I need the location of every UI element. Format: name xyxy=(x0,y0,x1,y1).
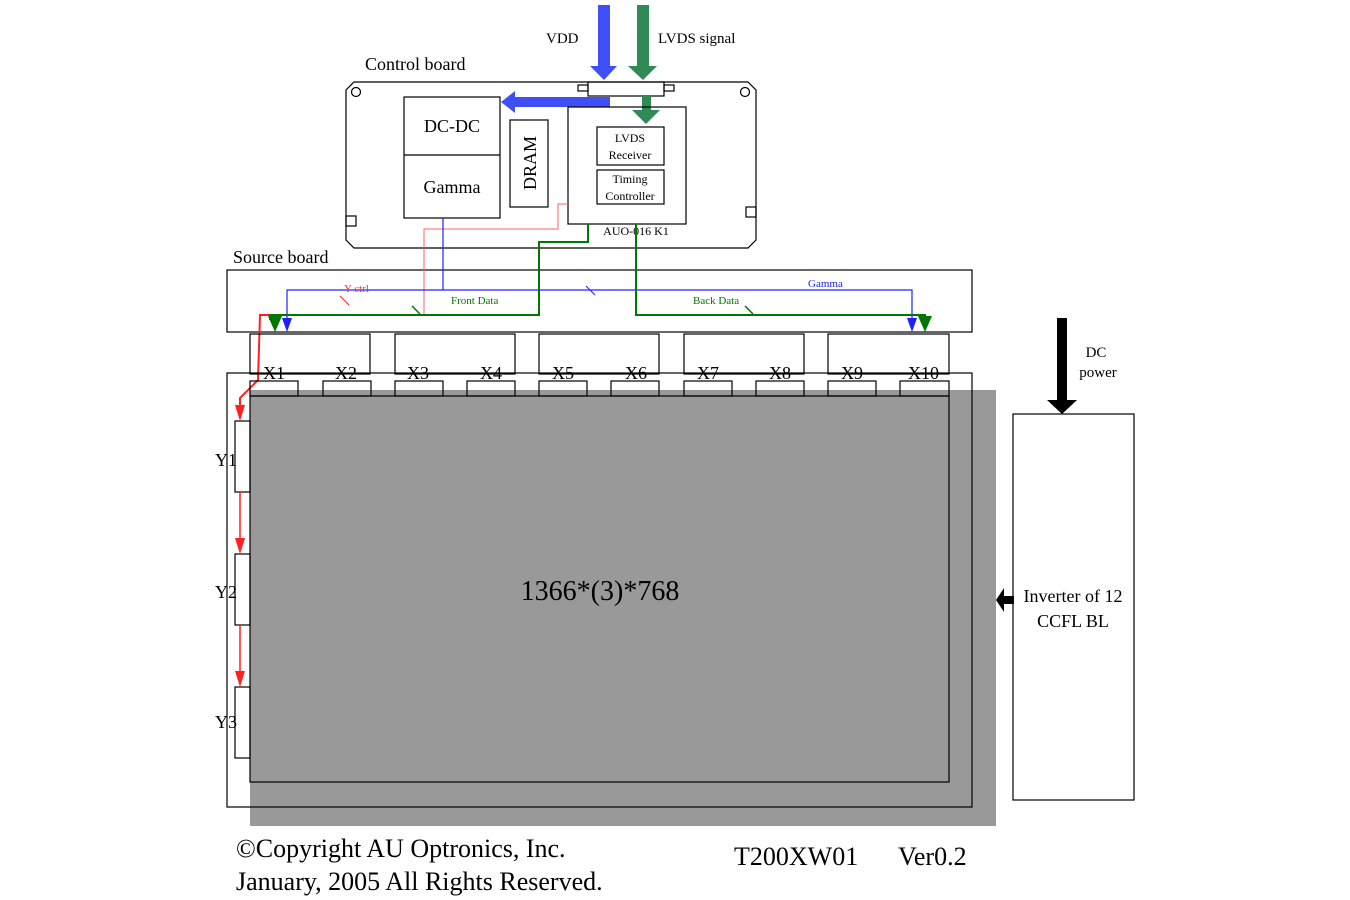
panel-frame xyxy=(226,372,973,808)
y-ctrl-arrow xyxy=(235,538,245,554)
y-tab xyxy=(234,553,251,626)
x-labels: X1 X2 X3 X4 X5 X6 X7 X8 X9 X10 xyxy=(263,363,939,383)
vdd-label: VDD xyxy=(546,31,579,47)
x-tab xyxy=(249,380,299,397)
y-ctrl-arrow xyxy=(235,405,245,421)
rights-text: January, 2005 All Rights Reserved. xyxy=(236,867,603,896)
bus-tick xyxy=(744,305,754,315)
panel-shadow xyxy=(250,390,996,826)
dc-power-label: DC xyxy=(1086,345,1107,361)
x-driver-board xyxy=(394,333,516,375)
source-board xyxy=(226,269,973,333)
gamma-label: Gamma xyxy=(424,177,481,197)
x-tab xyxy=(466,380,516,397)
x-label: X10 xyxy=(908,363,939,383)
vdd-to-dcdc-arrow xyxy=(501,91,610,113)
x-label: X6 xyxy=(625,363,647,383)
x-tabs xyxy=(249,380,950,397)
x-label: X2 xyxy=(335,363,357,383)
x-tab xyxy=(899,380,950,397)
y-ctrl-line xyxy=(423,203,568,315)
inverter-box xyxy=(1012,413,1135,801)
x-driver-board xyxy=(538,333,660,375)
x-label: X9 xyxy=(841,363,863,383)
backlight-arrow xyxy=(996,588,1014,612)
x-label: X3 xyxy=(407,363,429,383)
x-driver-board xyxy=(683,333,805,375)
x-tab xyxy=(538,380,588,397)
dcdc-label: DC-DC xyxy=(424,116,480,136)
connector-tab-right xyxy=(663,84,675,92)
x-label: X1 xyxy=(263,363,285,383)
timing-controller-label: Timing xyxy=(613,172,648,186)
x-driver-boards xyxy=(249,333,950,375)
dc-power-arrow xyxy=(1047,318,1077,414)
y-tab xyxy=(234,420,251,493)
bus-tick xyxy=(339,295,350,306)
x-driver-board xyxy=(249,333,371,375)
bus-tick xyxy=(585,285,596,296)
version-text: Ver0.2 xyxy=(898,842,967,871)
board-tab-left xyxy=(345,215,357,227)
back-data-line xyxy=(635,224,926,320)
x-tab xyxy=(394,380,444,397)
dcdc-gamma-box xyxy=(403,96,501,219)
x-tab xyxy=(827,380,877,397)
front-data-arrow xyxy=(268,316,282,332)
mount-hole-right xyxy=(739,86,751,98)
model-text: T200XW01 xyxy=(734,842,858,871)
gamma-arrow-left xyxy=(282,318,292,332)
lvds-to-receiver-arrow xyxy=(632,96,660,124)
x-label: X8 xyxy=(769,363,791,383)
dram-label: DRAM xyxy=(520,136,540,190)
board-tab-right xyxy=(745,206,757,218)
x-label: X7 xyxy=(697,363,719,383)
back-data-arrow xyxy=(918,316,932,332)
y-tab xyxy=(234,686,251,759)
x-tab xyxy=(683,380,733,397)
front-data-label: Front Data xyxy=(451,295,498,307)
x-tab xyxy=(755,380,805,397)
lvds-signal-label: LVDS signal xyxy=(658,31,735,47)
gamma-bus xyxy=(286,289,913,320)
connector-tab-left xyxy=(577,84,589,92)
timing-controller-box xyxy=(596,169,665,205)
mount-hole-left xyxy=(350,86,362,98)
control-board-label: Control board xyxy=(365,54,466,74)
copyright-text: ©Copyright AU Optronics, Inc. xyxy=(236,834,566,863)
front-data-line xyxy=(269,224,589,320)
y-label: Y3 xyxy=(215,712,237,732)
x-label: X5 xyxy=(552,363,574,383)
x-tab xyxy=(610,380,660,397)
gamma-bus-label: Gamma xyxy=(808,278,843,290)
inverter-label: Inverter of 12 xyxy=(1024,586,1123,606)
dram-box xyxy=(509,119,549,208)
dc-power-label-2: power xyxy=(1079,365,1117,381)
x-driver-board xyxy=(827,333,950,375)
y-label: Y2 xyxy=(215,582,237,602)
lvds-signal-arrow xyxy=(628,5,657,80)
inverter-label-2: CCFL BL xyxy=(1037,611,1109,631)
y-ctrl-label: Y ctrl xyxy=(344,283,369,295)
lvds-receiver-label: LVDS xyxy=(615,131,645,145)
gamma-arrow-right xyxy=(907,318,917,332)
source-board-label: Source board xyxy=(233,247,328,267)
timing-controller-label-2: Controller xyxy=(605,189,654,203)
input-connector xyxy=(587,81,665,97)
x-tab xyxy=(322,380,372,397)
bus-tick xyxy=(411,305,421,315)
y-ctrl-arrow xyxy=(235,671,245,687)
timing-chip-box xyxy=(567,106,687,225)
back-data-label: Back Data xyxy=(693,295,739,307)
panel-resolution: 1366*(3)*768 xyxy=(521,576,680,607)
vdd-arrow xyxy=(590,5,617,80)
control-board xyxy=(345,81,757,249)
x-label: X4 xyxy=(480,363,502,383)
lvds-receiver-label-2: Receiver xyxy=(609,148,652,162)
y-label: Y1 xyxy=(215,450,237,470)
lvds-receiver-box xyxy=(596,126,665,166)
